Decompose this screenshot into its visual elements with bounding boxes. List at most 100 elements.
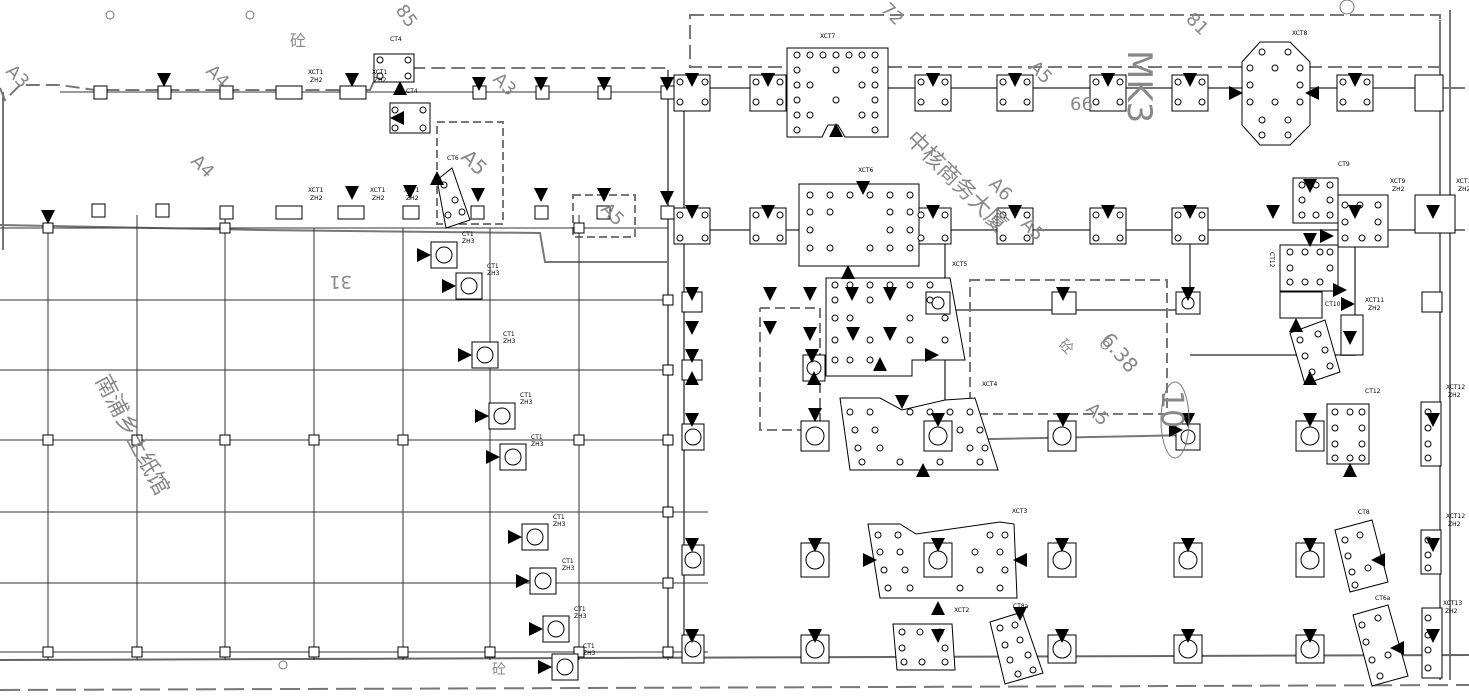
watermark-a3-b: A3: [488, 69, 520, 101]
position-marker: [1426, 629, 1440, 643]
pile-hole: [676, 78, 684, 86]
pile-hole: [1006, 656, 1014, 664]
pile-hole: [906, 584, 914, 592]
ct1-pile-column: [430, 241, 579, 681]
pile-hole: [752, 98, 760, 106]
pile-hole: [1358, 440, 1366, 448]
watermark-81: 81: [1181, 9, 1212, 40]
position-marker: [403, 185, 417, 199]
pile-hole: [846, 191, 854, 199]
position-marker: [1008, 205, 1022, 219]
label-xct1-a: XCT1: [308, 69, 324, 76]
pile-hole: [793, 66, 801, 74]
position-marker: [1333, 283, 1347, 297]
pile-hole: [886, 191, 894, 199]
pile-hole: [1424, 664, 1432, 672]
position-marker: [1348, 205, 1362, 219]
pile-hole: [1023, 211, 1031, 219]
pile-hole: [906, 208, 914, 216]
position-marker: [508, 530, 522, 544]
pile-hole: [1301, 278, 1309, 286]
label-zh2-d: ZH2: [372, 195, 385, 202]
pile-hole: [793, 126, 801, 134]
label-zh3-i: ZH3: [583, 650, 596, 657]
pile-hole: [871, 126, 879, 134]
label-ct12-upper: CT12: [1268, 252, 1275, 268]
label-ct1-b: CT1: [487, 263, 499, 270]
pile-hole: [896, 548, 904, 556]
pile-hole: [1326, 264, 1334, 272]
position-marker: [1013, 553, 1027, 567]
pile-hole: [1246, 98, 1254, 106]
pile-hole: [776, 98, 784, 106]
pile-hole: [996, 584, 1004, 592]
pile-hole: [906, 314, 914, 322]
watermark-31: 31: [329, 271, 352, 292]
pile-hole: [1174, 78, 1182, 86]
position-marker: [931, 413, 945, 427]
pile-cap-ct8: [1334, 519, 1389, 593]
position-marker: [1013, 607, 1027, 621]
position-marker: [841, 265, 855, 279]
pile-hole: [999, 78, 1007, 86]
label-xct1-right: XCT1: [1456, 178, 1469, 185]
position-marker: [931, 538, 945, 552]
pile-hole: [866, 336, 874, 344]
position-marker: [685, 413, 699, 427]
pile-hole: [941, 98, 949, 106]
pile-hole: [831, 281, 839, 289]
pile-hole: [1296, 98, 1304, 106]
position-marker: [805, 349, 819, 363]
pile-hole: [896, 458, 904, 466]
position-marker: [926, 205, 940, 219]
position-marker: [529, 622, 543, 636]
label-zh2-h: ZH2: [1368, 305, 1381, 312]
pile-hole: [1364, 564, 1372, 572]
pile-hole: [676, 234, 684, 242]
pile-hole: [1246, 64, 1254, 72]
position-marker: [597, 188, 611, 202]
position-marker: [1181, 413, 1195, 427]
position-marker: [1303, 413, 1317, 427]
pile-hole: [826, 244, 834, 252]
pile-hole: [1374, 201, 1382, 209]
label-xct12-a: XCT12: [1446, 384, 1465, 391]
pile-hole: [1116, 234, 1124, 242]
pile-hole: [1001, 566, 1009, 574]
pile-hole: [1011, 621, 1019, 629]
position-marker: [1266, 205, 1280, 219]
position-marker: [345, 73, 359, 87]
pile-hole: [906, 226, 914, 234]
pile-hole: [1341, 201, 1349, 209]
pile-hole: [886, 244, 894, 252]
label-xct5: XCT5: [952, 261, 968, 268]
pile-hole: [1346, 454, 1354, 462]
position-marker: [873, 357, 887, 371]
position-marker: [1289, 318, 1303, 332]
position-marker: [1055, 538, 1069, 552]
position-marker: [516, 574, 530, 588]
pile-hole: [876, 548, 884, 556]
position-marker: [430, 171, 444, 185]
watermark-10: 10: [1154, 390, 1189, 428]
pile-cap-xct6: [798, 183, 920, 267]
position-marker: [685, 321, 699, 335]
position-marker: [393, 81, 407, 95]
pile-hole: [976, 426, 984, 434]
pile-hole: [941, 658, 949, 666]
position-marker: [925, 348, 939, 362]
position-marker: [1169, 423, 1183, 437]
pile-hole: [866, 191, 874, 199]
pile-hole: [1341, 218, 1349, 226]
pile-hole: [391, 106, 399, 114]
pile-hole: [871, 111, 879, 119]
position-marker: [1056, 287, 1070, 301]
position-marker: [1008, 73, 1022, 87]
position-marker: [1305, 86, 1319, 100]
pile-hole: [845, 51, 853, 59]
label-ct1-i: CT1: [583, 643, 595, 650]
position-marker: [1101, 73, 1115, 87]
label-zh3-a: ZH3: [462, 238, 475, 245]
position-marker: [845, 287, 859, 301]
pile-hole: [884, 584, 892, 592]
